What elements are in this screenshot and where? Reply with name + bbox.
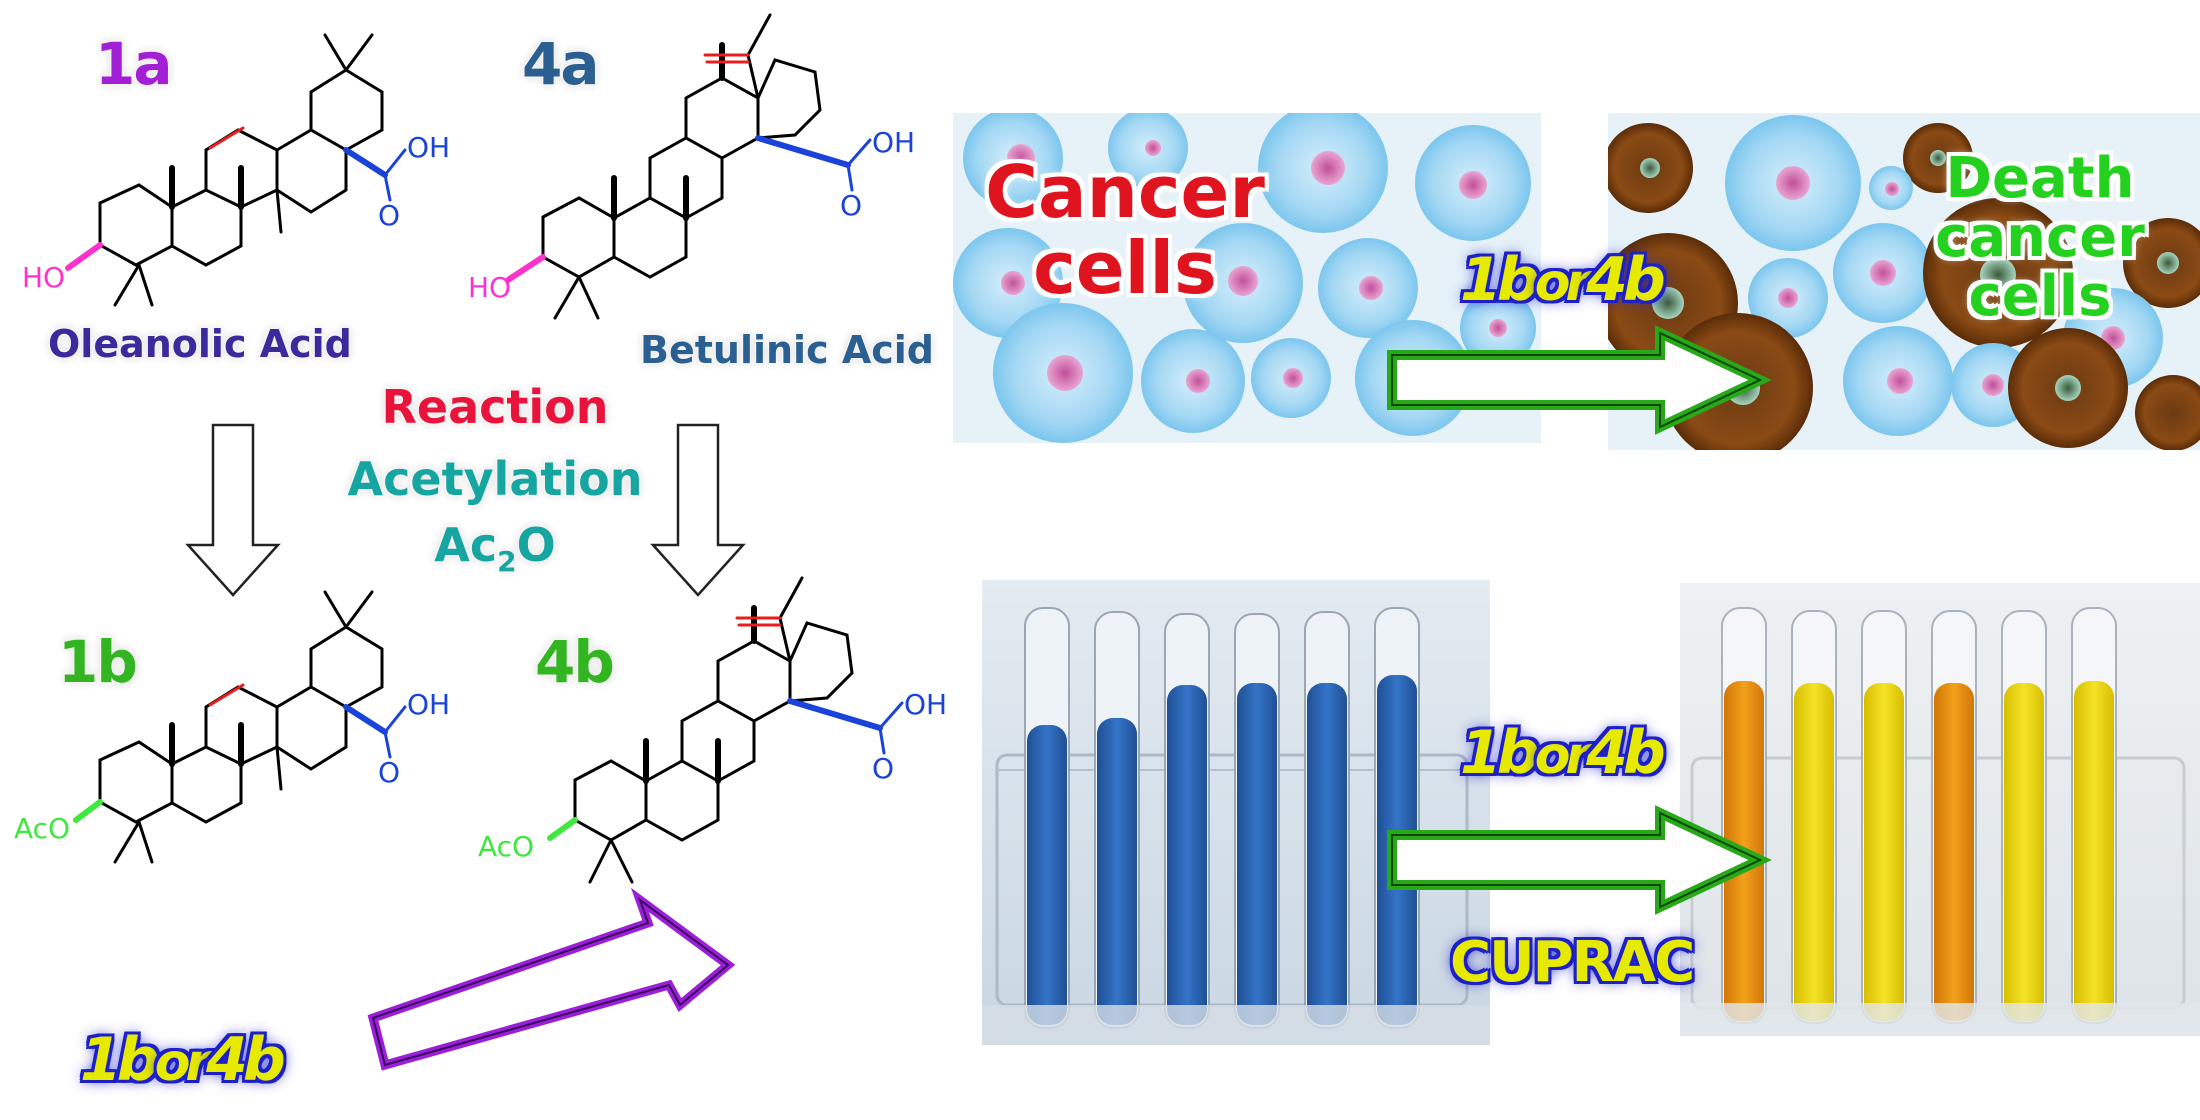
agent-a-mid: 1b [1460,718,1540,788]
o-label-4a: O [840,189,862,222]
purple-arrow [367,887,736,1071]
reaction-title: Reaction [381,380,609,434]
compound-1b-label: 1b [58,628,138,696]
agent-b: 4b [206,1025,286,1095]
aco-label-4b: AcO [478,830,534,863]
down-arrow-right [650,423,746,597]
death-cells-label: Death cancer cells [1910,146,2170,329]
agent-a: 1b [80,1025,160,1095]
ho-label-1a: HO [22,261,65,294]
betulinic-acid-name: Betulinic Acid [640,328,934,372]
down-arrow-left [185,423,281,597]
cancer-cells-image [953,113,1541,443]
chemistry-structures: OH O HO OH O HO OH O AcO OH O AcO [14,13,947,1071]
o-label-1a: O [378,199,400,232]
reagent-subscript: 2 [497,545,517,579]
compound-4b-structure [547,576,904,884]
reaction-type: Acetylation [347,452,643,506]
compound-4a-label: 4a [522,30,599,98]
cancer-cells-label: Cancer cells [980,150,1270,310]
cancer-cells-line1: Cancer [985,150,1265,234]
aco-label-1b: AcO [14,812,70,845]
oh-label-1b: OH [407,688,450,721]
compound-1a-id: 1a [95,30,172,98]
reagent-tail: O [516,518,556,572]
cancer-cells-line2: cells [1033,225,1217,310]
cuprac-label: CUPRAC [1450,930,1695,995]
blue-tubes-image [982,580,1490,1045]
oh-label-1a: OH [407,131,450,164]
agent-b-mid: 4b [1586,718,1666,788]
agent-label-top: 1bor4b [1460,245,1666,315]
o-label-4b: O [872,752,894,785]
yellow-tubes-image [1680,583,2200,1036]
agent-a-top: 1b [1460,245,1540,315]
compound-4a-id: 4a [522,30,599,98]
agent-or: or [154,1033,211,1093]
oleanolic-acid-name: Oleanolic Acid [48,322,352,366]
green-arrow-top [1387,325,1772,435]
oh-label-4a: OH [872,126,915,159]
reagent-base: Ac [434,518,498,572]
death-cells-line2: cancer [1935,204,2145,270]
death-cells-line3: cells [1968,263,2112,329]
agent-or-mid: or [1534,726,1591,786]
oleanolic-acid-structure [65,33,407,307]
oh-label-4b: OH [904,688,947,721]
agent-or-top: or [1534,253,1591,313]
compound-1a-label: 1a [95,30,172,98]
agent-label-middle: 1bor4b [1460,718,1666,788]
compound-4b-label: 4b [535,628,615,696]
reagent-label: Ac2O [395,518,595,578]
agent-label-bottom: 1bor4b [80,1025,286,1095]
ho-label-4a: HO [468,271,511,304]
o-label-1b: O [378,756,400,789]
green-arrow-bottom [1387,805,1772,915]
death-cells-line1: Death [1945,146,2135,211]
compound-1b-structure [73,590,407,864]
betulinic-acid-structure [505,13,872,320]
agent-b-top: 4b [1586,245,1666,315]
